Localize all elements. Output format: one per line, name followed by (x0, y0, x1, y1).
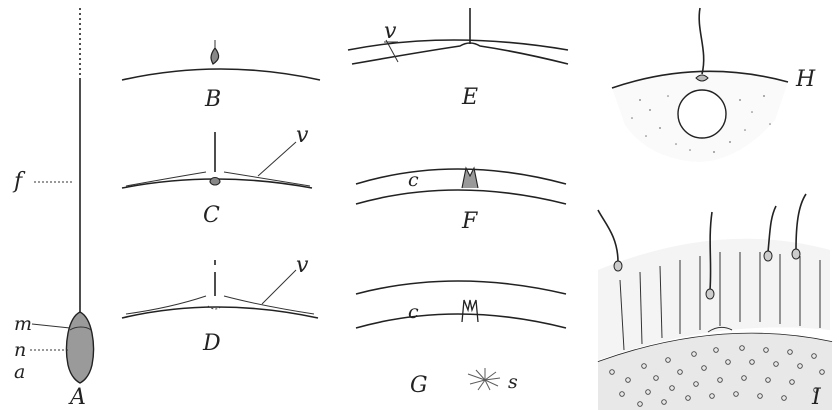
label-a: a (14, 361, 25, 383)
label-v-e: v (384, 19, 397, 44)
panel-c-fertilization-cone (122, 132, 312, 188)
label-c-f: c (408, 169, 419, 191)
panel-f-chorion (356, 168, 566, 204)
panel-d-membrane (122, 260, 318, 318)
label-s: s (508, 371, 518, 393)
panel-label-f: F (461, 209, 478, 234)
label-c-g: c (408, 301, 419, 323)
panel-h-egg-nucleus (612, 8, 788, 162)
label-f: f (12, 169, 26, 194)
panel-a-sperm (30, 8, 94, 383)
panel-label-d: D (202, 331, 221, 356)
panel-label-e: E (461, 85, 478, 110)
panel-label-b: B (204, 87, 221, 112)
label-v-c: v (296, 123, 309, 148)
panel-label-h: H (795, 67, 816, 92)
panel-label-a: A (68, 385, 86, 410)
panel-label-c: C (203, 203, 220, 228)
label-n: n (14, 339, 26, 361)
label-m: m (14, 313, 32, 335)
panel-i-egg-section (598, 194, 832, 410)
panel-g-chorion (356, 281, 566, 390)
panel-b-egg-surface (122, 40, 320, 80)
panel-label-i: I (811, 385, 822, 410)
panel-label-g: G (410, 373, 428, 398)
panel-e-vitelline (348, 8, 568, 64)
label-v-d: v (296, 253, 309, 278)
